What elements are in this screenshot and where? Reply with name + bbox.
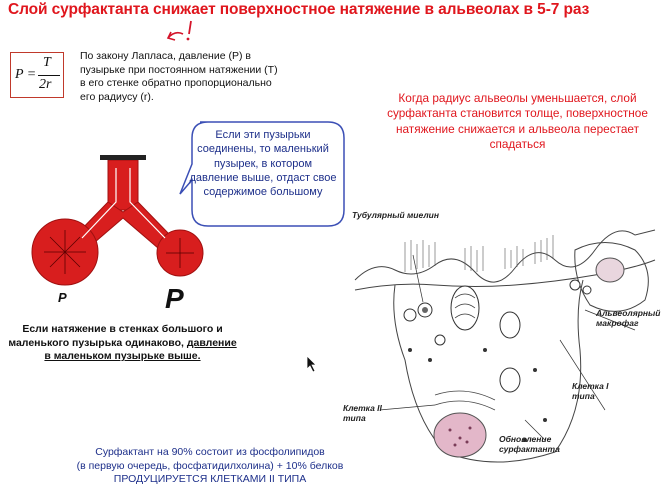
- label-type2-cell: Клетка II типа: [343, 403, 382, 423]
- connected-bubbles-diagram: [31, 155, 204, 286]
- tension-text-part1: Если натяжение в стенках большого и мале…: [8, 323, 223, 349]
- mouse-cursor-icon: [306, 355, 317, 373]
- label-macrophage: Альвеолярный макрофаг: [596, 308, 661, 328]
- speech-bubble: [179, 121, 345, 227]
- bottom-note-line3: ПРОДУЦИРУЕТСЯ КЛЕТКАМИ II ТИПА: [113, 473, 307, 486]
- slide-title: Слой сурфактанта снижает поверхностное н…: [8, 1, 590, 18]
- tension-text-underlined: давление в маленьком пузырьке выше.: [44, 336, 237, 363]
- fraction-bar: [38, 75, 60, 76]
- bottom-note: Сурфактант на 90% состоит из фосфолипидо…: [75, 446, 345, 487]
- bottom-note-line2: (в первую очередь, фосфатидилхолина) + 1…: [76, 459, 344, 472]
- pressure-large-label: P: [165, 283, 184, 314]
- formula-lhs: P =: [15, 67, 37, 82]
- speech-bubble-text: Если эти пузырьки соединены, то маленьки…: [189, 129, 337, 199]
- alveolus-illustration: [354, 229, 656, 463]
- handwritten-annotation: [166, 20, 192, 41]
- label-tubular-myelin: Тубулярный миелин: [352, 210, 439, 220]
- label-type1-cell: Клетка I типа: [572, 381, 609, 401]
- tension-text: Если натяжение в стенках большого и мале…: [5, 323, 240, 364]
- pressure-small-label: P: [58, 290, 67, 305]
- formula-denominator: 2r: [39, 77, 52, 92]
- laplace-formula: P = T 2r: [10, 52, 64, 98]
- red-explanation: Когда радиус альвеолы уменьшается, слой …: [387, 91, 648, 151]
- laplace-text: По закону Лапласа, давление (P) в пузырь…: [80, 50, 278, 103]
- bottom-note-line1: Сурфактант на 90% состоит из фосфолипидо…: [95, 446, 325, 458]
- formula-numerator: T: [43, 55, 51, 70]
- label-surfactant-renewal: Обновление сурфактанта: [499, 434, 560, 454]
